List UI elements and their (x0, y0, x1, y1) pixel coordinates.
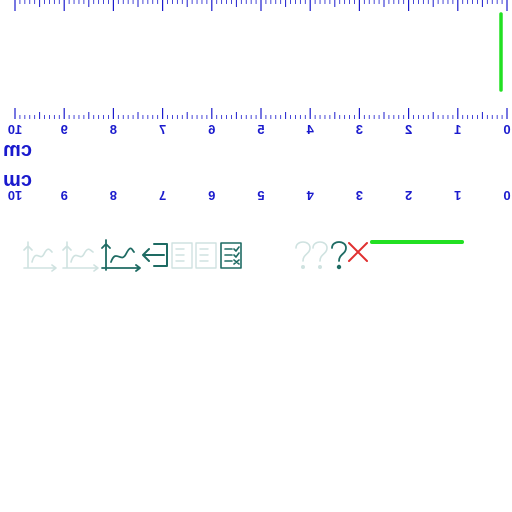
ruler-label: 7 (159, 188, 166, 203)
ruler-label: 10 (8, 188, 22, 203)
ruler-label: 2 (405, 122, 412, 137)
ruler-bottom-labels: 0 1 2 3 4 5 6 7 8 9 10 (8, 188, 511, 203)
ruler-label: 9 (61, 122, 68, 137)
ruler-label: 7 (159, 122, 166, 137)
ruler-label: 8 (110, 188, 117, 203)
close-icon[interactable] (348, 242, 368, 262)
graph-icon[interactable] (23, 241, 57, 272)
ruler-top-labels: 0 1 2 3 4 5 6 7 8 9 10 (8, 122, 511, 137)
checklist-icon[interactable] (220, 242, 242, 269)
checklist-icon[interactable] (195, 242, 217, 269)
ruler-label: 5 (257, 122, 264, 137)
question-icon[interactable] (312, 241, 328, 269)
ruler-label: 0 (503, 122, 510, 137)
ruler-label: 10 (8, 122, 22, 137)
graph-icon[interactable] (62, 241, 99, 272)
ruler-top-ticks (14, 0, 508, 11)
ruler-label: 4 (306, 122, 314, 137)
ruler-label: 4 (306, 188, 314, 203)
ruler-label: 1 (454, 188, 461, 203)
ruler-label: 3 (356, 122, 363, 137)
ruler-label: 1 (454, 122, 461, 137)
ruler-label: 6 (208, 122, 215, 137)
exit-icon[interactable] (142, 243, 168, 267)
ruler-label: 0 (503, 188, 510, 203)
question-icon[interactable] (295, 241, 311, 269)
ruler[interactable]: 0 1 2 3 4 5 6 7 8 9 10 0 1 2 3 4 5 6 7 8 9 10 cm cm (0, 0, 512, 215)
unit-label-bottom: cm (3, 170, 32, 192)
graph-icon[interactable] (101, 239, 141, 272)
unit-label-top: cm (3, 139, 32, 161)
ruler-label: 5 (257, 188, 264, 203)
question-icon[interactable] (331, 241, 347, 270)
ruler-bottom-ticks (14, 108, 508, 119)
ruler-label: 9 (61, 188, 68, 203)
ruler-label: 6 (208, 188, 215, 203)
checklist-icon[interactable] (171, 242, 193, 269)
ruler-label: 3 (356, 188, 363, 203)
ruler-label: 8 (110, 122, 117, 137)
toolbar (23, 239, 464, 272)
ruler-label: 2 (405, 188, 412, 203)
